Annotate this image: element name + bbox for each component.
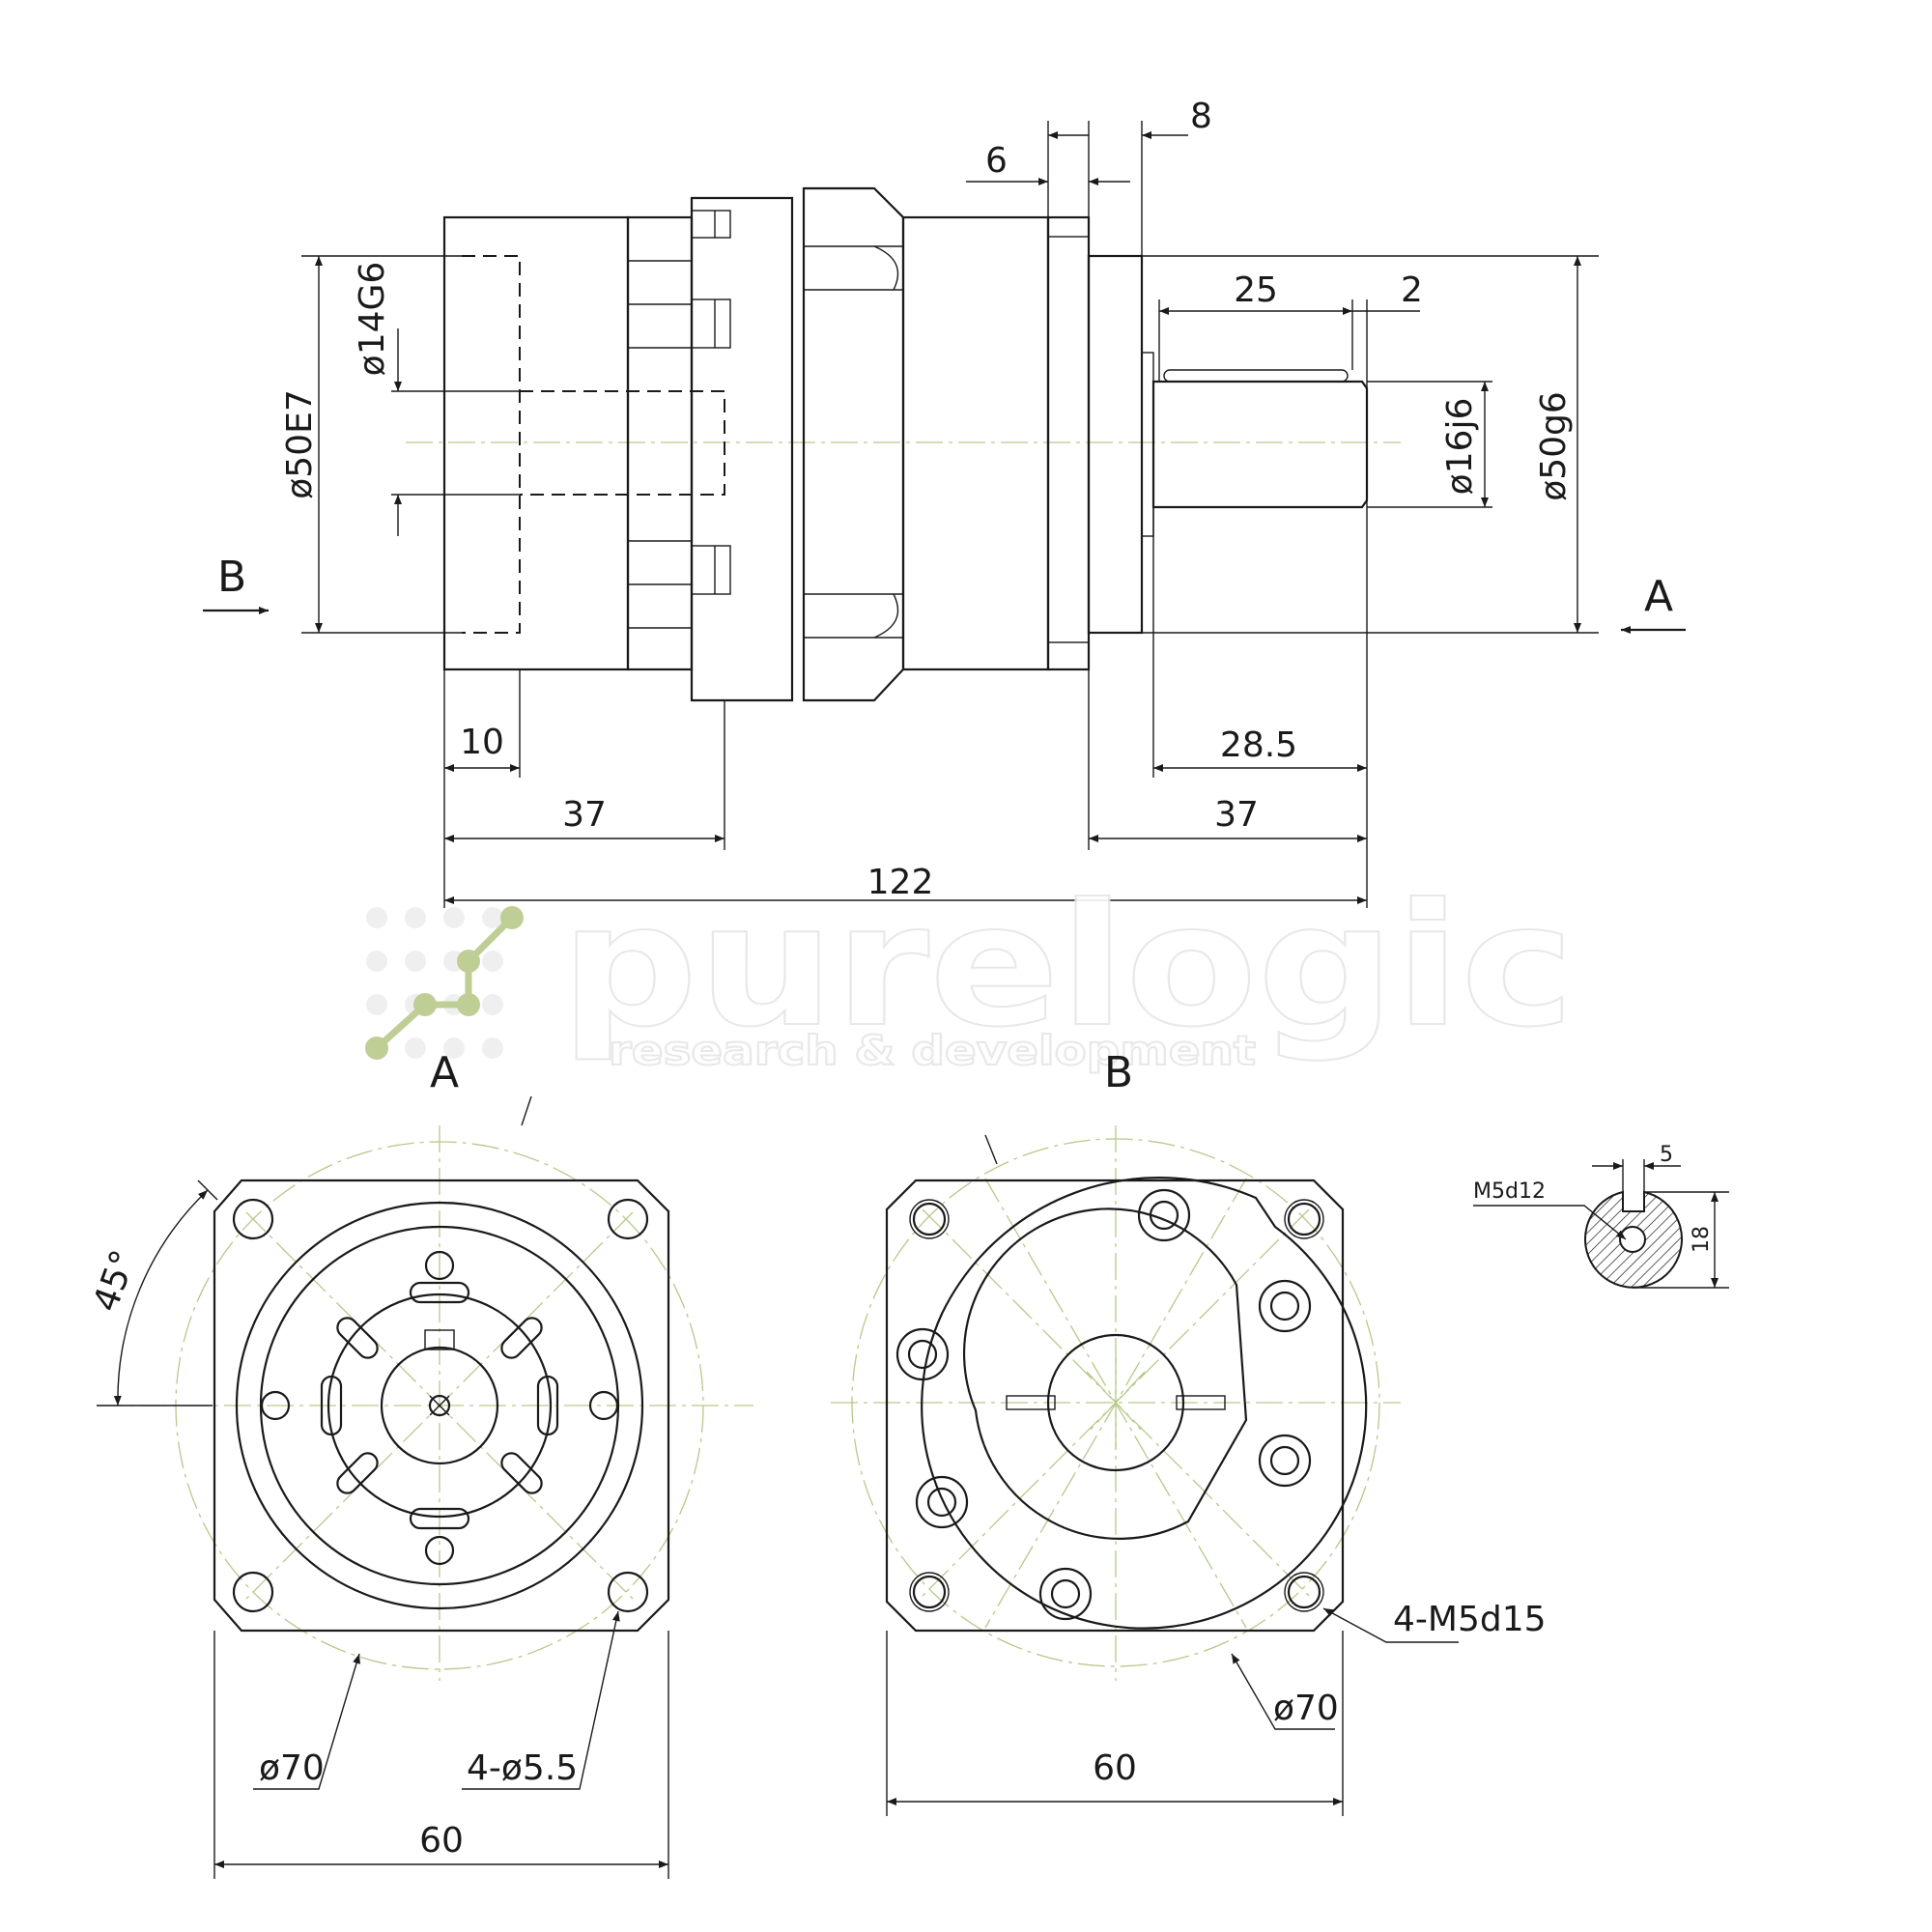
- dim-d50E7: ø50E7: [280, 389, 320, 498]
- output-flange: [1046, 215, 1091, 671]
- view-a-title: A: [430, 1048, 459, 1097]
- dim-d14G6: ø14G6: [353, 262, 392, 377]
- view-a-flange: [213, 1179, 670, 1633]
- dim-d50g6: ø50g6: [1534, 391, 1574, 501]
- dim-45-deg: 45°: [86, 1245, 144, 1317]
- hidden-bore: [462, 255, 521, 634]
- dim-25: 25: [1234, 270, 1278, 310]
- section-arrow-a: A: [1644, 572, 1673, 621]
- output-shaft: [1151, 380, 1369, 509]
- dim-b-d70: ø70: [1273, 1689, 1339, 1728]
- gear-housing: [802, 186, 905, 702]
- view-b-bosses: [895, 1188, 1312, 1621]
- dim-a-60: 60: [419, 1821, 464, 1861]
- dim-10: 10: [460, 723, 504, 762]
- dim-37-left: 37: [562, 795, 607, 835]
- view-a: 45° ø70 4-ø5.5 60: [86, 1095, 753, 1879]
- input-housing: [442, 215, 630, 671]
- dim-37-right: 37: [1214, 795, 1259, 835]
- view-b-housing: [921, 1177, 1368, 1630]
- dim-28-5: 28.5: [1220, 725, 1297, 765]
- logo-path: [374, 915, 515, 1051]
- key-dim-18: 18: [1690, 1226, 1714, 1253]
- side-view: ø50E7 ø14G6 ø16j6 ø50g6 6 8 25 2 10 37 2…: [203, 97, 1686, 908]
- watermark-brand: purelogic: [560, 868, 1575, 1065]
- dim-6: 6: [985, 141, 1008, 181]
- dim-a-d70: ø70: [259, 1748, 325, 1788]
- view-b-flange: [885, 1179, 1345, 1633]
- dim-d16j6: ø16j6: [1440, 398, 1480, 496]
- dim-8: 8: [1190, 97, 1212, 136]
- gearbox-body: [901, 215, 1050, 671]
- bearing-cap: [1087, 254, 1144, 635]
- dim-122: 122: [867, 863, 934, 902]
- section-arrow-b: B: [217, 553, 246, 602]
- dim-a-holes: 4-ø5.5: [467, 1748, 578, 1788]
- key-thread-label: M5d12: [1473, 1179, 1546, 1204]
- hidden-shaft-bore: [520, 390, 725, 496]
- clamp-ring: [626, 215, 694, 671]
- watermark: purelogic research & development: [365, 867, 1576, 1075]
- key-detail: 5 18 M5d12: [1473, 1143, 1729, 1289]
- dim-b-holes: 4-M5d15: [1393, 1600, 1547, 1639]
- mid-flange: [690, 196, 794, 702]
- view-b-title: B: [1104, 1048, 1133, 1097]
- view-b: 4-M5d15 ø70 60: [831, 1125, 1547, 1816]
- watermark-tagline: research & development: [609, 1027, 1256, 1074]
- view-a-slots: [320, 1281, 559, 1530]
- dim-2: 2: [1401, 270, 1423, 310]
- dim-b-60: 60: [1093, 1748, 1137, 1788]
- key-dim-5: 5: [1660, 1143, 1673, 1167]
